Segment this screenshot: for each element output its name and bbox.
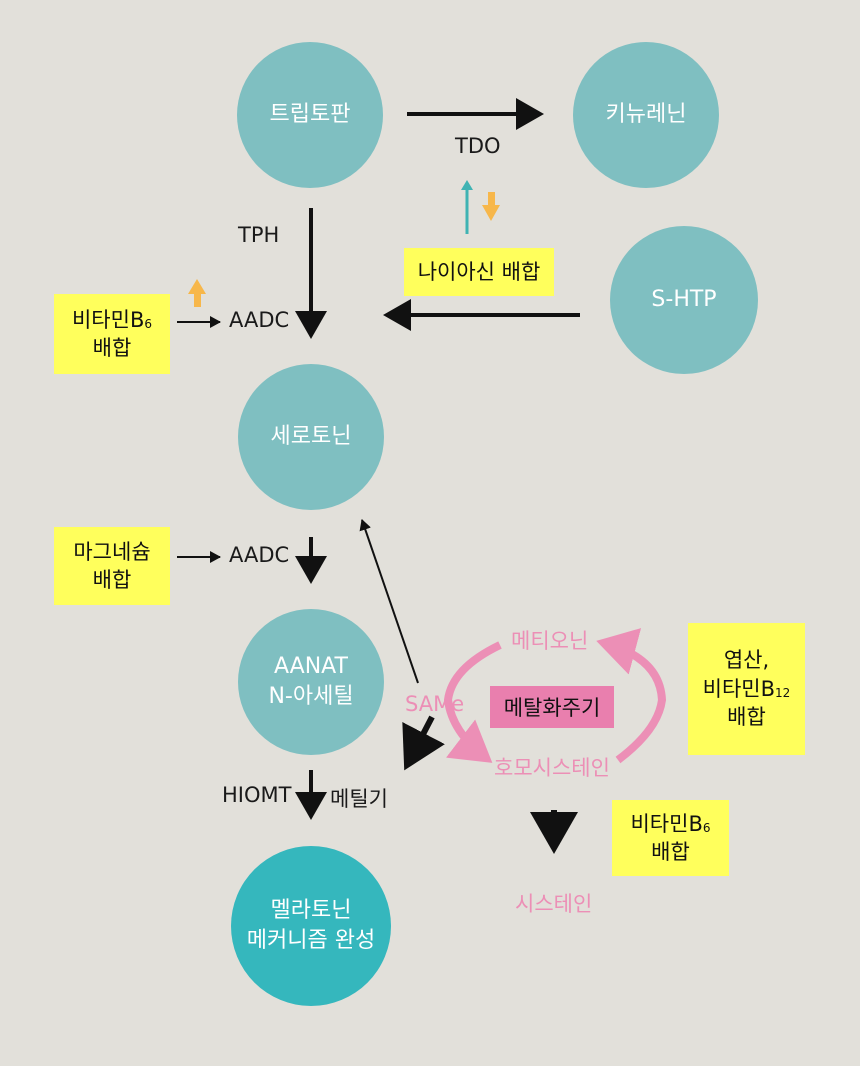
note-vitb6-top-text: 비타민B [71, 307, 145, 332]
note-vitb6-top-line1: 비타민B6 [72, 306, 152, 334]
note-magnesium: 마그네슘 배합 [54, 527, 170, 605]
node-aanat: AANAT N-아세틸 [238, 609, 384, 755]
node-aanat-label-2: N-아세틸 [268, 684, 354, 709]
arrow-same-methyl [402, 715, 445, 771]
node-shtp: S-HTP [610, 226, 758, 374]
note-vitb6-bottom-subscript: 6 [702, 820, 711, 835]
arrow-orange-down-shaft [488, 192, 495, 206]
node-shtp-label: S-HTP [651, 287, 717, 313]
note-niacin-text: 나이아신 배합 [417, 259, 541, 284]
note-folate-subscript: 12 [775, 685, 791, 700]
note-vitb6-bottom-line2: 배합 [651, 840, 690, 864]
node-kynurenine-label: 키뉴레닌 [605, 102, 687, 128]
note-magnesium-line1: 마그네슘 [73, 539, 151, 564]
note-folate-line3: 배합 [727, 705, 766, 730]
note-folate-line2: 비타민B12 [703, 675, 791, 703]
note-vitb6-top-subscript: 6 [144, 316, 152, 331]
note-magnesium-line2: 배합 [92, 568, 132, 592]
label-methyl: 메틸기 [330, 787, 388, 811]
note-vitb6-bottom-line1: 비타민B6 [630, 810, 710, 838]
node-tryptophan: 트립토판 [237, 42, 383, 188]
note-vitb6-bottom-text: 비타민B [630, 811, 703, 836]
arrow-same-serotonin [359, 519, 419, 684]
cycle-center-label: 메탈화주기 [503, 696, 601, 720]
note-folate-line1: 엽산, [723, 648, 770, 673]
label-hiomt: HIOMT [222, 783, 292, 807]
node-tryptophan-label: 트립토판 [269, 102, 351, 128]
note-folate-line2-text: 비타민B [702, 676, 776, 701]
cycle-homocysteine: 호모시스테인 [494, 756, 610, 780]
note-folate-vitb12: 엽산, 비타민B12 배합 [688, 623, 805, 755]
arrow-orange-up-head [188, 279, 206, 294]
arrow-orange-up-shaft [194, 293, 201, 307]
cycle-center-box: 메탈화주기 [490, 686, 614, 728]
arrow-niacin-up-head [461, 180, 473, 190]
cycle-cysteine: 시스테인 [515, 892, 593, 916]
arrow-orange-down-head [482, 205, 500, 221]
cycle-arc-right [596, 628, 667, 764]
cycle-arc-left [443, 641, 502, 763]
note-vitb6-top-line2: 배합 [92, 336, 132, 360]
note-vitb6-top: 비타민B6 배합 [54, 294, 170, 374]
node-serotonin-label: 세로토닌 [270, 424, 352, 450]
node-kynurenine: 키뉴레닌 [573, 42, 719, 188]
note-niacin: 나이아신 배합 [404, 248, 554, 296]
node-serotonin: 세로토닌 [238, 364, 384, 510]
note-vitb6-bottom: 비타민B6 배합 [612, 800, 729, 876]
label-tph: TPH [238, 223, 280, 247]
label-tdo: TDO [455, 134, 501, 158]
node-melatonin: 멜라토닌 메커니즘 완성 [231, 846, 391, 1006]
node-melatonin-label-2: 메커니즘 완성 [246, 928, 376, 953]
node-melatonin-label-1: 멜라토닌 [270, 898, 352, 924]
cycle-methionine: 메티오닌 [511, 629, 589, 653]
node-aanat-label-1: AANAT [274, 654, 348, 680]
label-aadc-top: AADC [229, 308, 290, 332]
cycle-same: SAMe [405, 692, 465, 716]
label-aadc-mid: AADC [229, 543, 290, 567]
